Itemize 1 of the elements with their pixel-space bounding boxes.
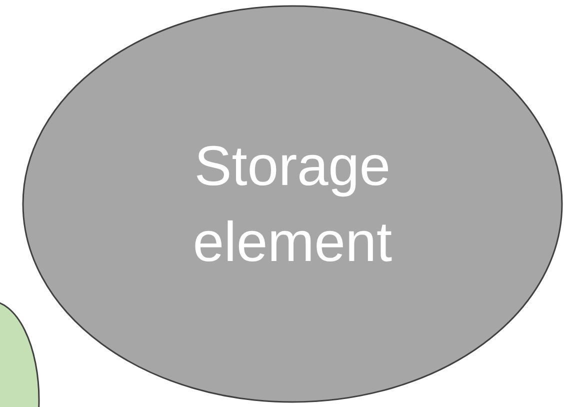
node-label: Storage element	[192, 133, 394, 275]
